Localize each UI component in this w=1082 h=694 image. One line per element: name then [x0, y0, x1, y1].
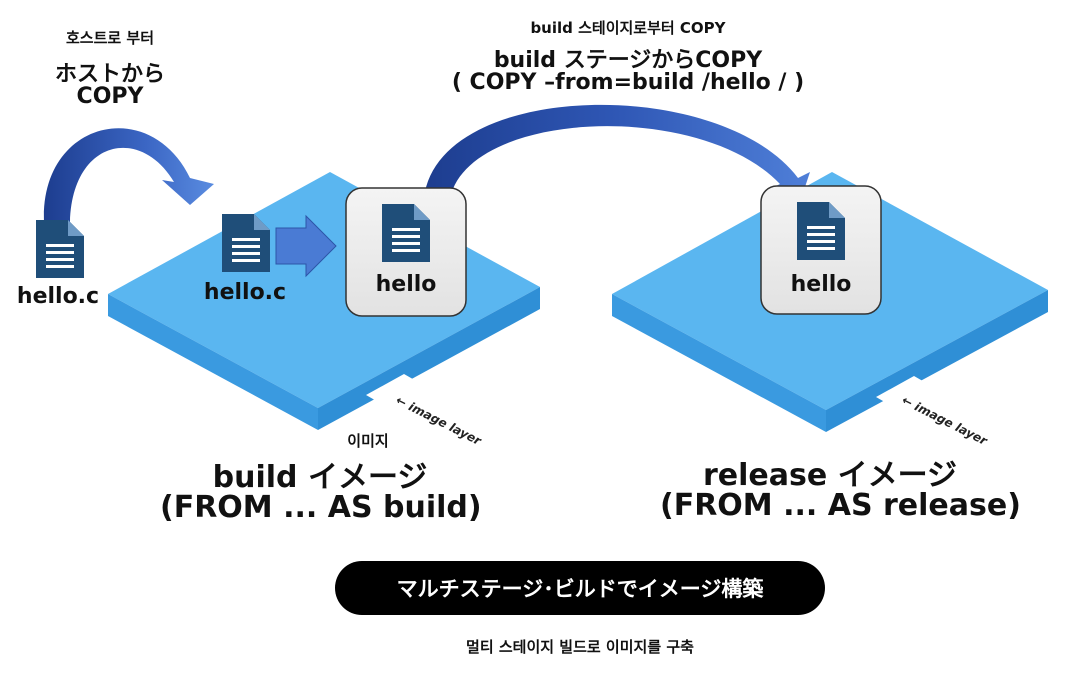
compile-arrow: [275, 214, 337, 278]
build-image-layer: [108, 172, 540, 430]
host-file-icon: [36, 220, 84, 278]
release-image-subtitle: (FROM ... AS release): [660, 488, 1021, 523]
build-image-title: build イメージ: [212, 460, 428, 495]
host-copy-arrow: [43, 128, 214, 222]
release-output-file-icon: [797, 202, 845, 260]
host-copy-korean: 호스트로 부터: [65, 29, 155, 47]
build-image-korean: 이미지: [347, 432, 389, 450]
release-image-title: release イメージ: [702, 458, 958, 493]
stage-copy-korean: build 스테이지로부터 COPY: [530, 19, 726, 37]
stage-copy-arrow: [424, 104, 810, 198]
build-output-label: hello: [375, 272, 437, 297]
host-copy-line1: ホストから: [54, 62, 165, 87]
summary-pill: マルチステージ･ビルドでイメージ構築: [335, 561, 825, 615]
build-image-subtitle: (FROM ... AS build): [160, 490, 482, 525]
build-file-icon: [222, 214, 270, 272]
release-output-label: hello: [790, 272, 852, 297]
footer-korean: 멀티 스테이지 빌드로 이미지를 구축: [466, 638, 694, 656]
host-copy-line2: COPY: [76, 84, 144, 109]
host-file-label: hello.c: [16, 284, 100, 309]
build-file-label: hello.c: [203, 280, 287, 305]
build-output-file-icon: [382, 204, 430, 262]
stage-copy-line2: ( COPY –from=build /hello / ): [451, 70, 805, 95]
stage-copy-line1: build ステージからCOPY: [493, 48, 763, 73]
